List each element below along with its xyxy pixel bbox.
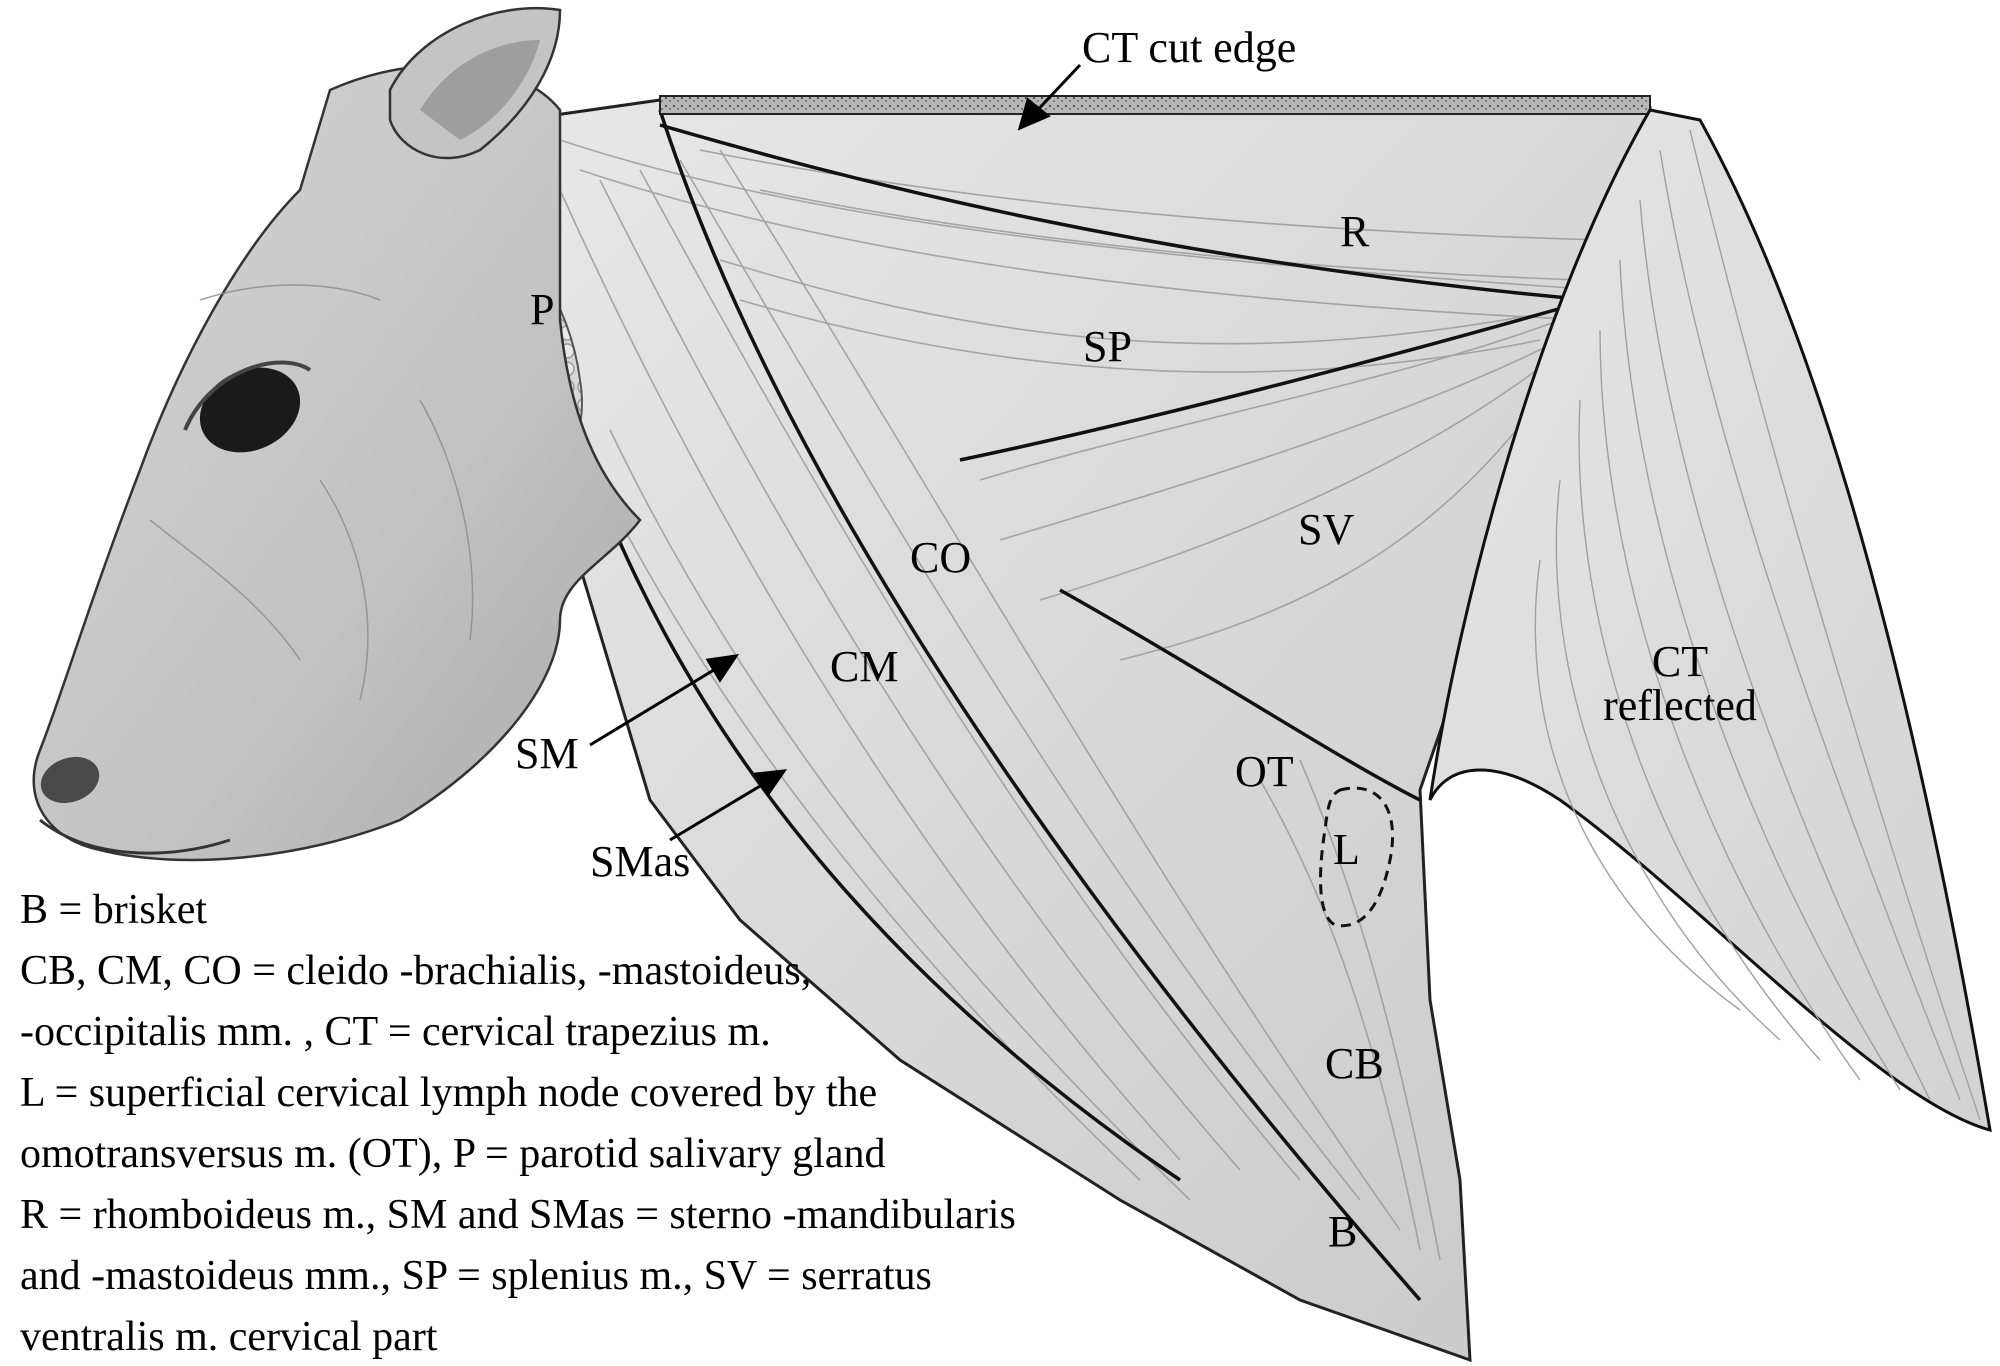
label-ct-reflected: CT reflected <box>1590 640 1770 728</box>
legend-line: omotransversus m. (OT), P = parotid sali… <box>20 1131 886 1177</box>
label-ot: OT <box>1235 747 1294 796</box>
legend: B = brisket CB, CM, CO = cleido -brachia… <box>20 880 1016 1366</box>
legend-line: CB, CM, CO = cleido -brachialis, -mastoi… <box>20 948 812 994</box>
legend-line: R = rhomboideus m., SM and SMas = sterno… <box>20 1192 1016 1238</box>
legend-line: and -mastoideus mm., SP = splenius m., S… <box>20 1253 932 1299</box>
label-cb: CB <box>1325 1039 1384 1088</box>
label-sv: SV <box>1298 505 1355 554</box>
legend-line: ventralis m. cervical part <box>20 1314 438 1360</box>
label-ct-cut-edge: CT cut edge <box>1082 23 1297 72</box>
label-p: P <box>530 285 555 334</box>
legend-line: L = superficial cervical lymph node cove… <box>20 1070 878 1116</box>
label-co: CO <box>910 533 972 582</box>
label-sp: SP <box>1083 322 1132 371</box>
cow-head <box>32 6 642 862</box>
trapezius-flap <box>1428 108 1992 1133</box>
label-ct-line2: reflected <box>1603 681 1757 730</box>
label-arrows <box>589 63 1082 842</box>
label-r: R <box>1340 207 1370 256</box>
label-b: B <box>1328 1207 1358 1256</box>
label-smas: SMas <box>590 837 691 886</box>
label-cm: CM <box>830 642 899 691</box>
legend-line: B = brisket <box>20 887 208 933</box>
label-sm: SM <box>515 729 579 778</box>
label-ct-line1: CT <box>1651 637 1709 686</box>
label-l: L <box>1333 825 1360 874</box>
legend-line: -occipitalis mm. , CT = cervical trapezi… <box>20 1009 771 1055</box>
